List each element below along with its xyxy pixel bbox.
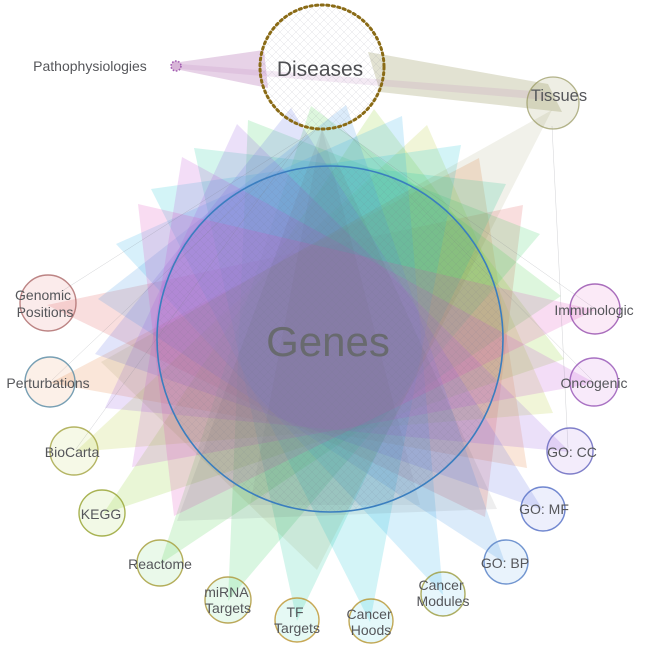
- node-oncogenic[interactable]: [569, 357, 619, 407]
- node-cancer-hoods[interactable]: [348, 598, 394, 644]
- label-immunologic: Immunologic: [554, 302, 633, 318]
- label-pathophysiologies: Pathophysiologies: [33, 58, 147, 74]
- label-kegg: KEGG: [81, 506, 121, 522]
- node-biocarta[interactable]: [49, 426, 99, 476]
- node-kegg[interactable]: [78, 489, 126, 537]
- satellite-nodes: [19, 274, 621, 644]
- label-tf-targets: TF Targets: [274, 604, 320, 636]
- band-pathophysiologies-diseases: [180, 50, 268, 88]
- labels: Genes Diseases Tissues Pathophysiologies…: [6, 58, 633, 638]
- band-diseases-tissues: [368, 52, 562, 112]
- node-go-mf[interactable]: [520, 486, 566, 532]
- node-genomic-positions[interactable]: [19, 274, 77, 332]
- label-diseases: Diseases: [277, 58, 363, 81]
- node-genes[interactable]: [156, 165, 504, 513]
- genes-edge-texture: [157, 166, 503, 512]
- label-mirna-targets: miRNA Targets: [204, 584, 251, 616]
- node-tissues[interactable]: [526, 76, 580, 130]
- web-lines: [47, 125, 595, 450]
- node-pathophysiologies[interactable]: [170, 60, 182, 72]
- node-mirna-targets[interactable]: [204, 576, 252, 624]
- label-reactome: Reactome: [128, 556, 192, 572]
- node-diseases[interactable]: [258, 3, 386, 131]
- label-perturbations: Perturbations: [6, 375, 89, 391]
- node-immunologic[interactable]: [569, 283, 621, 335]
- label-genes: Genes: [266, 318, 390, 365]
- diseases-edge-texture: [260, 5, 384, 129]
- node-tf-targets[interactable]: [274, 597, 320, 643]
- label-cancer-hoods: Cancer Hoods: [346, 606, 395, 638]
- node-go-bp[interactable]: [483, 539, 529, 585]
- label-biocarta: BioCarta: [45, 444, 100, 460]
- label-go-bp: GO: BP: [481, 555, 529, 571]
- label-oncogenic: Oncogenic: [561, 375, 628, 391]
- label-tissues: Tissues: [531, 87, 587, 105]
- label-go-cc: GO: CC: [547, 444, 597, 460]
- label-go-mf: GO: MF: [519, 501, 569, 517]
- node-reactome[interactable]: [136, 539, 184, 587]
- node-go-cc[interactable]: [546, 427, 594, 475]
- label-cancer-modules: Cancer Modules: [417, 577, 470, 609]
- node-cancer-modules[interactable]: [420, 571, 466, 617]
- label-genomic-positions: Genomic Positions: [15, 287, 75, 320]
- node-perturbations[interactable]: [24, 356, 76, 408]
